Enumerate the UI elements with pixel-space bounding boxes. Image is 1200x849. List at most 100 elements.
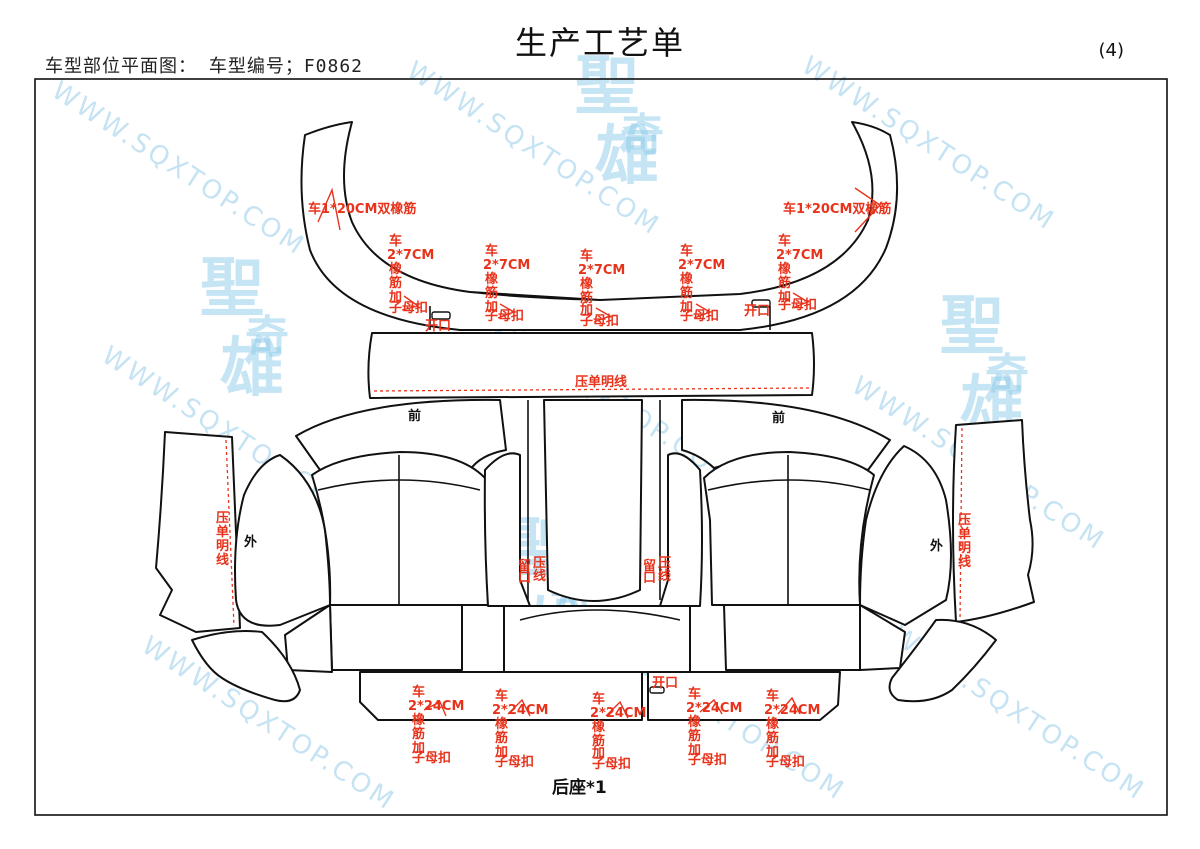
document-subtitle: 车型部位平面图： 车型编号；F0862	[45, 56, 364, 77]
press-line-vertical-char: 明	[958, 541, 971, 556]
press-line-vertical-char: 压	[216, 511, 229, 526]
band-label-left: 车1*20CM双橡筋	[308, 201, 416, 217]
watermark-logo-char: 奇	[985, 350, 1029, 401]
svg-text:橡: 橡	[778, 261, 792, 277]
elastic-annotation: 车 2*7CM 橡 筋 加 子母扣	[578, 248, 625, 329]
svg-text:筋: 筋	[484, 285, 498, 301]
svg-text:橡: 橡	[495, 716, 509, 732]
left-bottom-tab	[284, 604, 333, 673]
opening-label: 开口	[652, 676, 678, 691]
watermark-url: WWW.SQXTOP.COM	[46, 76, 311, 262]
right-lower-panel	[723, 604, 861, 671]
press-line-vertical-char: 压	[958, 513, 971, 528]
svg-text:筋: 筋	[679, 285, 693, 301]
opening-slot	[431, 311, 451, 320]
reserve-label: 留	[643, 558, 656, 574]
center-right-flap	[659, 452, 703, 607]
svg-text:车: 车	[580, 248, 593, 264]
press-line-vertical-char: 线	[216, 552, 229, 568]
svg-text:2*24CM: 2*24CM	[492, 703, 548, 718]
press-line-strip	[367, 332, 815, 399]
lower-elastic-annotation: 车 2*24CM 橡 筋 加 子母扣	[408, 684, 464, 766]
lower-left-strip	[359, 671, 643, 721]
svg-text:车: 车	[680, 243, 693, 259]
press-line-vertical-char: 单	[216, 524, 229, 540]
outer-label: 外	[243, 534, 257, 550]
page-number: (4)	[1098, 40, 1125, 61]
reserve-label: 口	[518, 571, 531, 586]
svg-text:橡: 橡	[485, 271, 499, 287]
top-band-inner-line	[469, 291, 601, 301]
svg-text:子母扣: 子母扣	[495, 754, 534, 770]
svg-text:2*24CM: 2*24CM	[590, 706, 646, 721]
watermark-logo-char: 聖	[575, 49, 639, 124]
opening-slot	[649, 686, 665, 694]
press-label: 线	[533, 568, 546, 584]
right-seat-cushion	[703, 451, 875, 606]
sheet-caption: 后座*1	[552, 777, 607, 798]
elastic-marker	[854, 187, 882, 233]
svg-text:车: 车	[412, 684, 425, 700]
svg-text:子母扣: 子母扣	[592, 756, 631, 772]
svg-text:2*24CM: 2*24CM	[764, 703, 820, 718]
elastic-annotation: 车 2*7CM 橡 筋 加 子母扣	[776, 233, 823, 313]
svg-text:子母扣: 子母扣	[580, 313, 619, 329]
lower-elastic-annotation: 车 2*24CM 橡 筋 加 子母扣	[764, 688, 820, 770]
svg-text:筋: 筋	[777, 275, 791, 291]
outer-label: 外	[929, 538, 943, 554]
elastic-marker	[317, 187, 341, 231]
svg-text:橡: 橡	[412, 712, 426, 728]
seam-line	[707, 479, 871, 491]
svg-text:筋: 筋	[388, 275, 402, 291]
svg-text:加: 加	[388, 290, 402, 305]
svg-text:加: 加	[679, 300, 693, 315]
document-title: 生产工艺单	[514, 24, 685, 62]
sheet-border	[34, 78, 1168, 816]
svg-text:加: 加	[494, 745, 508, 760]
left-seat-cushion	[311, 451, 489, 606]
svg-text:筋: 筋	[765, 730, 779, 746]
left-side-piece	[155, 431, 241, 633]
opening-label: 开口	[744, 304, 770, 319]
press-line-label: 压单明线	[575, 374, 627, 390]
top-band-piece	[300, 121, 899, 331]
band-label-right: 车1*20CM双橡筋	[783, 201, 891, 217]
svg-text:橡: 橡	[580, 276, 594, 292]
svg-text:子母扣: 子母扣	[412, 750, 451, 766]
watermark-logo-char: 奇	[245, 312, 289, 363]
svg-text:车: 车	[778, 233, 791, 249]
lower-right-strip	[647, 671, 841, 721]
svg-text:筋: 筋	[579, 290, 593, 306]
lower-elastic-annotation: 车 2*24CM 橡 筋 加 子母扣	[686, 686, 742, 768]
reserve-label: 口	[643, 571, 656, 586]
press-line-vertical-char: 单	[958, 526, 971, 542]
right-corner-flap	[888, 618, 997, 703]
svg-text:2*24CM: 2*24CM	[686, 701, 742, 716]
stitch-line	[225, 439, 235, 627]
lower-elastic-annotation: 车 2*24CM 橡 筋 加 子母扣	[492, 688, 548, 770]
watermark-logo-char: 雄	[595, 119, 659, 194]
left-lower-panel	[329, 604, 463, 671]
svg-text:橡: 橡	[389, 261, 403, 277]
reserve-label: 留	[518, 558, 531, 574]
watermark-logo-char: 雄	[220, 331, 284, 406]
svg-text:2*24CM: 2*24CM	[408, 699, 464, 714]
elastic-annotation: 车 2*7CM 橡 筋 加 子母扣	[678, 243, 725, 324]
watermark-logo-char: 奇	[620, 110, 664, 161]
svg-text:加: 加	[411, 741, 425, 756]
elastic-annotation: 车 2*7CM 橡 筋 加 子母扣	[387, 233, 434, 316]
svg-text:2*7CM: 2*7CM	[578, 263, 625, 278]
svg-text:筋: 筋	[494, 730, 508, 746]
svg-text:筋: 筋	[687, 728, 701, 744]
svg-text:橡: 橡	[766, 716, 780, 732]
svg-text:2*7CM: 2*7CM	[776, 248, 823, 263]
svg-text:2*7CM: 2*7CM	[387, 248, 434, 263]
stitch-line	[373, 387, 811, 392]
press-label: 压	[658, 556, 671, 571]
stitch-line	[959, 427, 963, 621]
svg-text:筋: 筋	[411, 726, 425, 742]
right-side-piece	[952, 419, 1035, 623]
watermark-logo-char: 聖	[940, 289, 1004, 364]
svg-text:子母扣: 子母扣	[766, 754, 805, 770]
